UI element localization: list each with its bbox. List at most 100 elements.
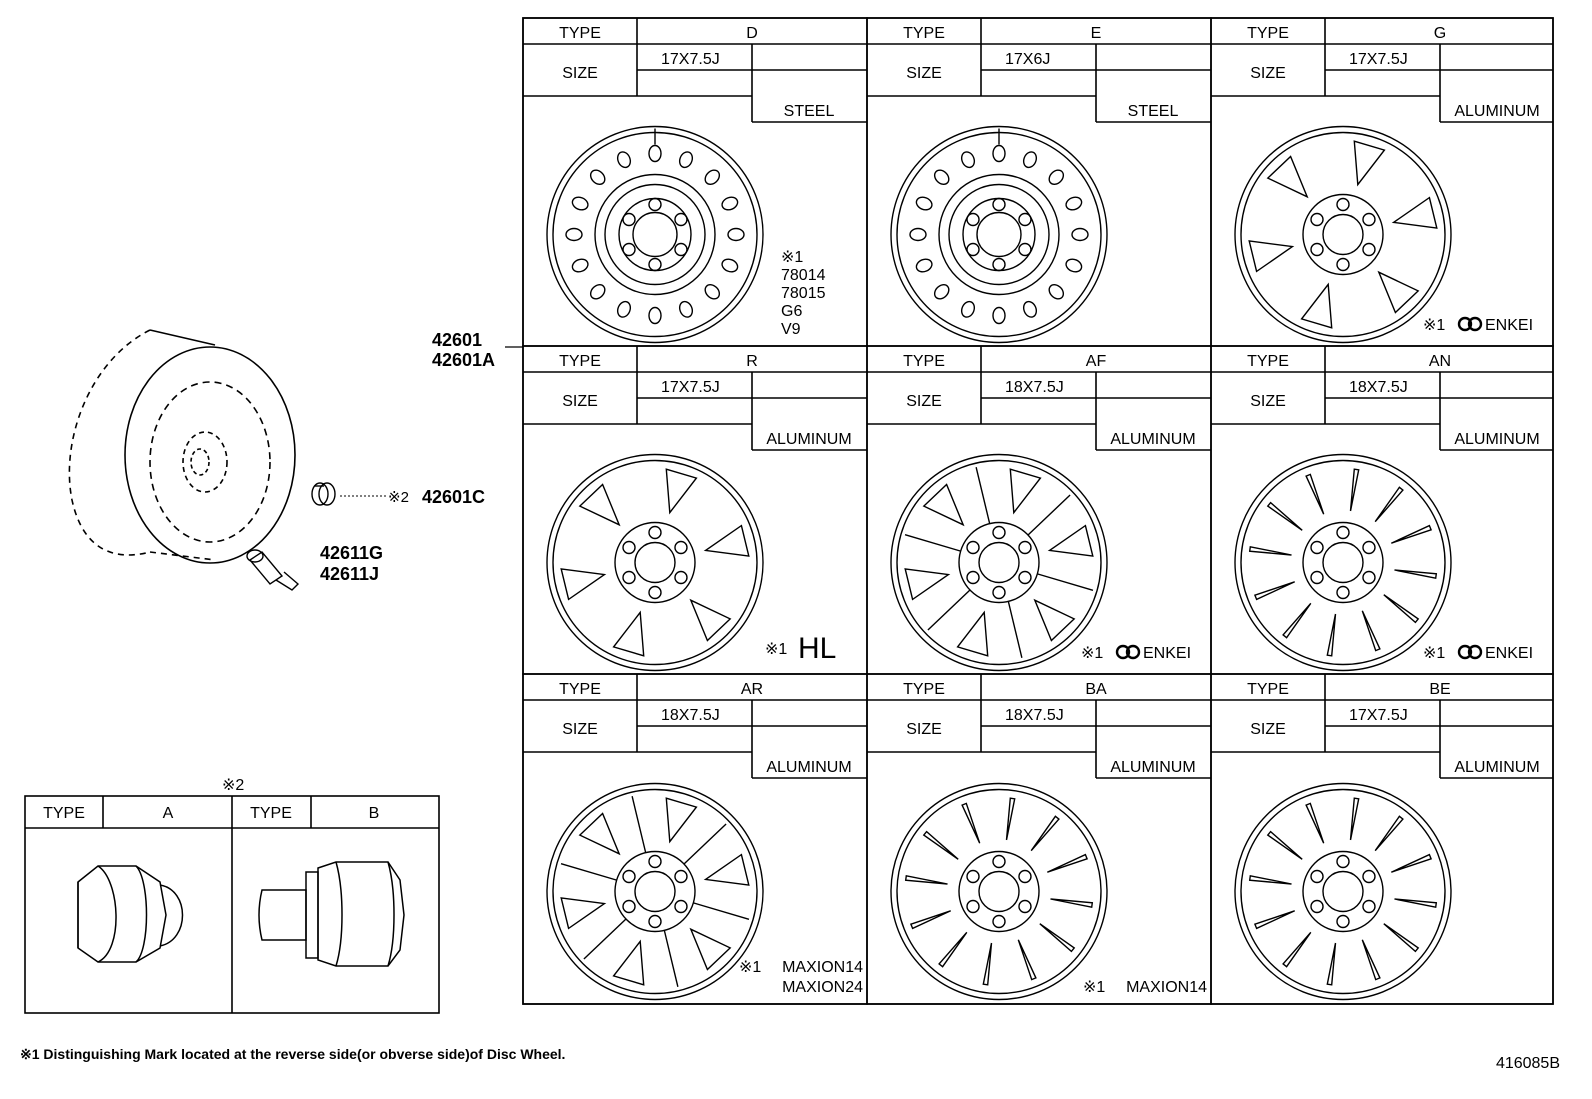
nut-table-ref-mark: ※2 <box>222 777 244 794</box>
wheel-type-code: AN <box>1429 353 1451 370</box>
mark-line: ENKEI <box>1485 317 1533 334</box>
vent-hole <box>589 284 606 300</box>
disc-ring <box>938 173 1060 296</box>
spoke-window <box>1326 942 1337 986</box>
lug-hole <box>648 914 662 929</box>
spoke-window <box>578 812 621 856</box>
wheel-type-code: E <box>1091 25 1102 42</box>
spoke-split <box>975 467 991 524</box>
spoke-window <box>1374 486 1404 523</box>
lug-hole <box>1018 212 1032 227</box>
wheel-size: 18X7.5J <box>1005 379 1064 396</box>
rim-inner <box>1240 131 1446 338</box>
lug-hole <box>1018 570 1032 585</box>
type-label: TYPE <box>1247 353 1289 370</box>
wheel-size: 17X7.5J <box>661 51 720 68</box>
hub-plate <box>614 521 696 604</box>
lug-hole <box>992 525 1006 540</box>
lug-hole <box>992 197 1006 212</box>
vent-hole <box>960 151 976 169</box>
disc-ring-inner <box>948 183 1050 286</box>
rim-outer <box>546 125 764 344</box>
logo-ring-left <box>1457 644 1473 660</box>
wheel-material: ALUMINUM <box>766 431 851 448</box>
part-number-42611j: 42611J <box>320 564 379 584</box>
spoke-window <box>1282 931 1312 968</box>
lug-hole <box>1018 899 1032 914</box>
vent-hole <box>933 284 950 300</box>
mark-line: 78015 <box>781 285 826 302</box>
type-label: TYPE <box>559 681 601 698</box>
mark-line: G6 <box>781 303 802 320</box>
lug-hole <box>648 525 662 540</box>
wheel-type-code: G <box>1434 25 1446 42</box>
spoke-window <box>1017 939 1037 981</box>
lug-hole <box>1310 899 1324 914</box>
cap-nut-icon <box>77 865 184 963</box>
footnote: ※1 Distinguishing Mark located at the re… <box>20 1046 565 1062</box>
center-bore <box>632 211 678 258</box>
spoke-split <box>1007 601 1023 658</box>
rim-inner <box>552 788 758 995</box>
nut-table-type-label-b: TYPE <box>250 805 292 822</box>
lug-hole <box>1018 242 1032 257</box>
spoke-split <box>583 918 627 960</box>
lug-hole <box>674 242 688 257</box>
wheel-drawing-icon <box>1234 125 1452 344</box>
spoke-window <box>1282 602 1312 639</box>
lug-hole <box>966 869 980 884</box>
spoke-window <box>1353 140 1386 187</box>
vent-hole <box>648 144 662 163</box>
wheel-drawing-icon <box>890 453 1108 672</box>
spoke-split <box>560 862 617 881</box>
spoke-split <box>1027 494 1071 536</box>
spoke-window <box>1394 898 1438 909</box>
wheel-drawing-icon <box>1234 453 1452 672</box>
spoke-split <box>631 796 647 853</box>
disc-ring-inner <box>604 183 706 286</box>
spoke-window <box>1374 815 1404 852</box>
vent-hole <box>589 169 606 185</box>
spoke-window <box>982 942 993 986</box>
spoke-split <box>693 902 750 921</box>
center-bore <box>1322 213 1364 256</box>
mark-line: MAXION14 <box>1126 979 1207 996</box>
spoke-split <box>683 823 727 865</box>
valve-icon <box>246 549 300 591</box>
size-label: SIZE <box>906 393 942 410</box>
spoke-window <box>1349 468 1360 512</box>
spoke-split <box>904 533 961 552</box>
lug-hole <box>992 854 1006 869</box>
tire-front-face <box>124 346 296 564</box>
wheel-size: 18X7.5J <box>1349 379 1408 396</box>
lug-hole <box>674 212 688 227</box>
mark-line: MAXION14 <box>782 959 863 976</box>
rim-inner <box>896 131 1102 338</box>
wheel-material: ALUMINUM <box>1110 759 1195 776</box>
vent-hole <box>1022 300 1038 318</box>
wheel-drawing-icon <box>546 453 764 672</box>
lug-hole <box>1362 242 1376 257</box>
size-label: SIZE <box>562 721 598 738</box>
hub-plate <box>958 521 1040 604</box>
size-label: SIZE <box>906 721 942 738</box>
vent-hole <box>565 227 583 242</box>
hub-plate <box>1302 193 1384 276</box>
mark-line: ENKEI <box>1485 645 1533 662</box>
hub-plate <box>1302 521 1384 604</box>
rim-outer <box>1234 125 1452 344</box>
lug-hole <box>674 899 688 914</box>
vent-hole <box>678 300 694 318</box>
mark-ref: ※1 <box>765 641 787 658</box>
part-number-42601a: 42601A <box>432 350 495 370</box>
wheel-material: STEEL <box>784 103 835 120</box>
type-label: TYPE <box>903 681 945 698</box>
wheel-size: 17X7.5J <box>1349 707 1408 724</box>
